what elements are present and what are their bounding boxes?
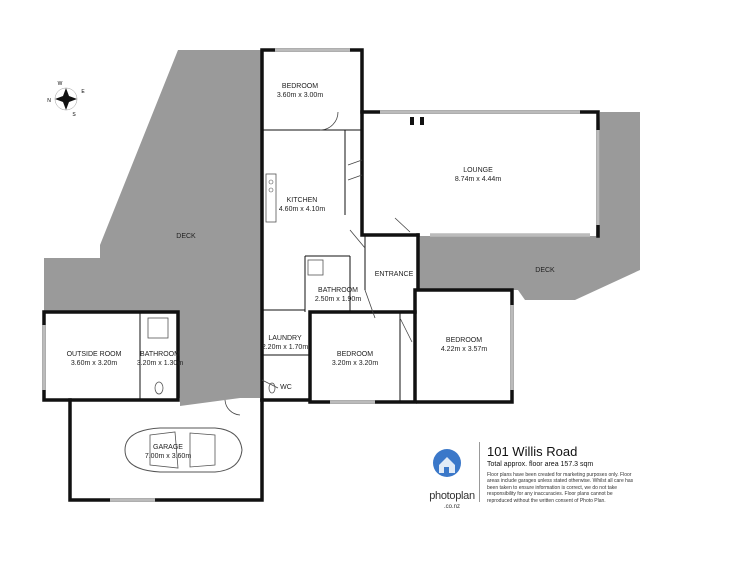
room-dims-garage: 7.00m x 3.60m	[145, 453, 191, 460]
room-dims-bathroom-1: 2.50m x 1.90m	[315, 296, 361, 303]
compass-n: W	[58, 81, 63, 87]
room-dims-outside-room: 3.60m x 3.20m	[71, 360, 117, 367]
room-dims-laundry: 2.20m x 1.70m	[262, 344, 308, 351]
wall-lounge-bottom	[360, 110, 420, 237]
wall-right-wing	[416, 233, 514, 404]
deck-label-right: DECK	[535, 267, 555, 274]
door-closet	[399, 317, 413, 343]
deck-area-right	[418, 112, 640, 300]
deck-area-left	[44, 50, 262, 406]
kitchen-bench	[265, 173, 277, 223]
stove-icon	[268, 179, 274, 185]
room-dims-bathroom-2: 3.20m x 1.30m	[137, 360, 183, 367]
room-name-bedroom-1: BEDROOM	[282, 83, 318, 90]
floor-area: Total approx. floor area 157.3 sqm	[487, 461, 594, 468]
room-name-bedroom-2: BEDROOM	[337, 351, 373, 358]
room-dims-bedroom-3: 4.22m x 3.57m	[441, 346, 487, 353]
shower-icon	[307, 259, 324, 276]
property-address: 101 Willis Road	[487, 444, 578, 459]
door-bedroom	[319, 111, 339, 131]
compass-icon: W N S E	[47, 81, 85, 118]
room-name-lounge: LOUNGE	[463, 167, 493, 174]
door-bathroom	[364, 289, 376, 319]
room-name-outside-room: OUTSIDE ROOM	[67, 351, 122, 358]
room-name-bathroom-2: BATHROOM	[140, 351, 180, 358]
compass-w: N	[47, 98, 51, 104]
room-dims-lounge: 8.74m x 4.44m	[455, 176, 501, 183]
disclaimer-text: Floor plans have been created for market…	[487, 472, 634, 504]
room-name-garage: GARAGE	[153, 444, 183, 451]
room-dims-bedroom-2: 3.20m x 3.20m	[332, 360, 378, 367]
deck-label-left: DECK	[176, 233, 196, 240]
fireplace-icon	[410, 117, 414, 125]
wall-garage	[68, 398, 264, 502]
door-entrance-2	[394, 217, 411, 233]
stove-icon	[268, 187, 274, 193]
shower-icon	[147, 317, 169, 339]
door-entrance-1	[349, 229, 366, 249]
room-name-bathroom-1: BATHROOM	[318, 287, 358, 294]
property-info: 101 Willis Road Total approx. floor area…	[487, 444, 647, 504]
compass-e: E	[81, 89, 85, 95]
toilet-icon	[154, 381, 164, 395]
logo-wordmark: photoplan	[429, 490, 475, 502]
room-name-kitchen: KITCHEN	[287, 197, 318, 204]
logo-domain: .co.nz	[443, 504, 460, 510]
toilet-icon	[268, 382, 276, 394]
car-icon	[124, 427, 243, 473]
wall-bedroom-top	[260, 48, 600, 402]
door-hall-2	[347, 174, 363, 181]
compass-s: S	[72, 112, 76, 118]
door-garage	[224, 399, 241, 416]
room-dims-kitchen: 4.60m x 4.10m	[279, 206, 325, 213]
photoplan-logo-icon	[433, 449, 461, 477]
room-name-wc: WC	[280, 384, 292, 391]
room-dims-bedroom-1: 3.60m x 3.00m	[277, 92, 323, 99]
info-divider	[479, 442, 480, 502]
fireplace-icon	[420, 117, 424, 125]
room-name-entrance: ENTRANCE	[375, 271, 414, 278]
room-name-laundry: LAUNDRY	[268, 335, 302, 342]
door-hall-1	[347, 159, 363, 166]
room-name-bedroom-3: BEDROOM	[446, 337, 482, 344]
wall-bottom-main	[260, 310, 417, 404]
